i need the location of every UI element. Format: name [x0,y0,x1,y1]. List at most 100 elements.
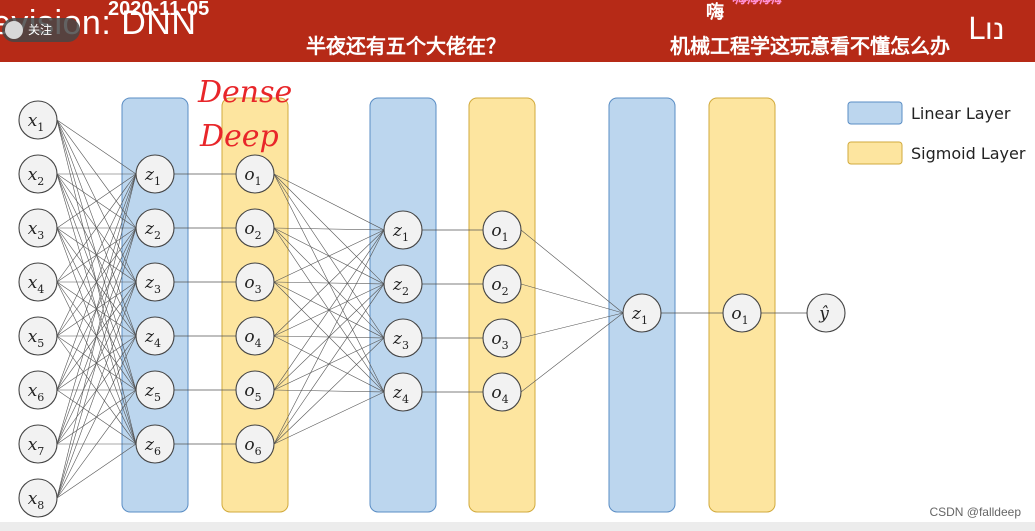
layer1_linear-node-1: z1 [135,154,175,194]
edge [520,283,624,314]
node-label: ŷ [818,304,829,324]
legend-swatch-sigmoid [847,141,903,165]
input-node-8: x8 [18,478,58,518]
node-circle [235,370,275,410]
edge [56,173,137,499]
node-circle [235,262,275,302]
layer2_sigmoid-node-3: o3 [482,318,522,358]
legend-swatch-linear [847,101,903,125]
input-node-4: x4 [18,262,58,302]
connections [56,119,807,499]
bottom-bar [0,522,1035,531]
edge [273,229,385,445]
node-circle [482,318,522,358]
node-circle [135,208,175,248]
node-circle [482,372,522,412]
node-circle [135,424,175,464]
watermark: CSDN @falldeep [929,505,1021,519]
annotation-dense: Dense [197,75,292,110]
layer2_sigmoid-node-1: o1 [482,210,522,250]
edge [56,173,137,337]
layer3_sigmoid-node-1: o1 [722,293,762,333]
layer2_linear-node-1: z1 [383,210,423,250]
layer1_sigmoid-bar [221,97,289,513]
node-circle [18,262,58,302]
subtitle-right: 机械工程学这玩意看不懂怎么办 [670,34,950,58]
subtitle-left: 半夜还有五个大佬在？ [306,34,506,58]
edge [56,173,137,229]
edge [273,227,385,231]
edge [56,281,137,499]
layer2_sigmoid-node-4: o4 [482,372,522,412]
node-circle [722,293,762,333]
layer3_linear-node-1: z1 [622,293,662,333]
input-node-1: x1 [18,100,58,140]
date-stamp: 2020-11-05 [108,0,210,20]
danmaku-hai: 嗨 [706,2,724,23]
node-circle [235,316,275,356]
edge [56,173,137,391]
nodes: x1x2x3x4x5x6x7x8z1z2z3z4z5z6o1o2o3o4o5o6… [18,100,846,518]
input-node-2: x2 [18,154,58,194]
edge [56,227,137,499]
node-circle [482,210,522,250]
edge [56,335,137,499]
node-circle [135,154,175,194]
annotation-deep: Deep [199,119,279,154]
edge [273,229,385,391]
node-circle [18,370,58,410]
node-circle [18,424,58,464]
edge [56,443,137,499]
edge [273,391,385,445]
layer1_sigmoid-node-4: o4 [235,316,275,356]
follow-button[interactable]: 关注 [2,18,80,42]
layer-bars [121,97,776,513]
node-circle [18,316,58,356]
layer2_sigmoid-node-2: o2 [482,264,522,304]
layer1_linear-node-6: z6 [135,424,175,464]
handwritten-annotations: Dense Deep [197,75,292,154]
layer1_sigmoid-node-2: o2 [235,208,275,248]
edge [273,173,385,231]
node-circle [18,478,58,518]
node-circle [235,208,275,248]
node-circle [383,372,423,412]
input-node-6: x6 [18,370,58,410]
legend-label-sigmoid: Sigmoid Layer [911,144,1026,163]
node-circle [482,264,522,304]
node-circle [18,100,58,140]
layer1_linear-node-3: z3 [135,262,175,302]
input-node-7: x7 [18,424,58,464]
node-circle [135,370,175,410]
node-circle [622,293,662,333]
edge [520,312,624,339]
node-circle [18,154,58,194]
layer1_sigmoid-node-6: o6 [235,424,275,464]
node-circle [235,424,275,464]
layer2_linear-node-3: z3 [383,318,423,358]
node-circle [383,210,423,250]
layer1_sigmoid-node-5: o5 [235,370,275,410]
edge [520,312,624,393]
input-node-3: x3 [18,208,58,248]
layer2_linear-node-2: z2 [383,264,423,304]
layer2_linear-bar [369,97,437,513]
layer1_linear-node-2: z2 [135,208,175,248]
danmaku-extra: 嗨嗨嗨嗨 [732,0,782,8]
edge [56,173,137,283]
layer1_sigmoid-node-1: o1 [235,154,275,194]
edge [273,337,385,445]
edge [520,229,624,314]
node-circle [18,208,58,248]
node-circle [806,293,846,333]
edge [56,389,137,499]
node-circle [135,262,175,302]
avatar [5,21,23,39]
legend-label-linear: Linear Layer [911,104,1011,123]
layer1_sigmoid-node-3: o3 [235,262,275,302]
edge [273,283,385,445]
legend: Linear Layer Sigmoid Layer [847,101,1026,165]
node-circle [383,264,423,304]
node-circle [383,318,423,358]
edge [273,229,385,337]
